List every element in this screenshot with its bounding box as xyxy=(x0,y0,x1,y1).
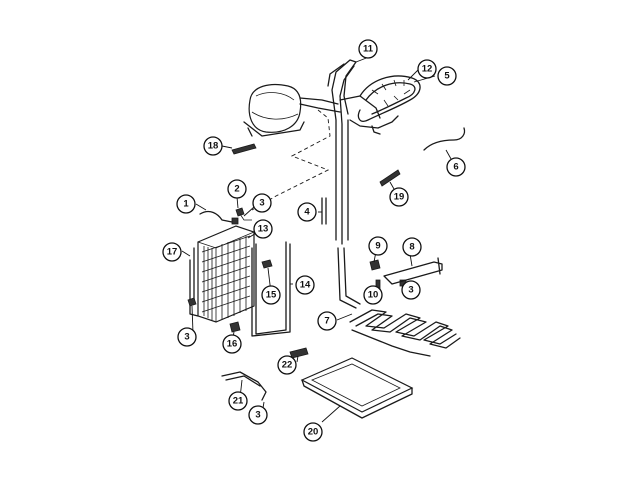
svg-text:3: 3 xyxy=(255,410,260,421)
suction-line-tubing xyxy=(327,59,381,245)
callout-7: 7 xyxy=(317,311,337,331)
compressor xyxy=(243,83,341,137)
svg-text:8: 8 xyxy=(409,242,414,253)
svg-text:13: 13 xyxy=(258,224,269,235)
drain-tube xyxy=(321,197,327,225)
callout-11: 11 xyxy=(358,39,378,59)
svg-text:18: 18 xyxy=(208,141,219,152)
wiring-harness xyxy=(251,109,331,211)
svg-text:1: 1 xyxy=(183,199,189,210)
callout-3-harness: 3 xyxy=(248,405,268,425)
callout-16: 16 xyxy=(222,334,242,354)
svg-text:3: 3 xyxy=(259,198,264,209)
defrost-heater-inner xyxy=(255,241,287,335)
callout-5: 5 xyxy=(437,66,457,86)
callout-10: 10 xyxy=(363,285,383,305)
svg-text:3: 3 xyxy=(408,285,413,296)
callout-19: 19 xyxy=(389,187,409,207)
callout-22: 22 xyxy=(277,355,297,375)
callout-15: 15 xyxy=(261,285,281,305)
drain-pan xyxy=(300,357,414,419)
svg-text:22: 22 xyxy=(282,360,293,371)
callout-21: 21 xyxy=(228,391,248,411)
svg-text:5: 5 xyxy=(444,71,450,82)
callout-8: 8 xyxy=(402,237,422,257)
callout-3-bracket: 3 xyxy=(401,280,421,300)
callout-20: 20 xyxy=(303,422,323,442)
svg-text:3: 3 xyxy=(184,332,189,343)
capillary-tube xyxy=(423,127,466,151)
callout-12: 12 xyxy=(417,59,437,79)
callout-14: 14 xyxy=(295,275,315,295)
callout-3-switch: 3 xyxy=(252,193,272,213)
callout-3-evaporator: 3 xyxy=(177,327,197,347)
small-parts xyxy=(187,143,407,359)
leader-lines xyxy=(181,56,456,423)
svg-text:16: 16 xyxy=(227,339,238,350)
callout-13: 13 xyxy=(253,219,273,239)
callout-2: 2 xyxy=(227,179,247,199)
svg-text:12: 12 xyxy=(422,64,433,75)
svg-text:10: 10 xyxy=(368,290,379,301)
callout-1: 1 xyxy=(176,194,196,214)
callout-9: 9 xyxy=(368,236,388,256)
callout-17: 17 xyxy=(162,242,182,262)
callout-4: 4 xyxy=(297,202,317,222)
svg-text:21: 21 xyxy=(233,396,244,407)
svg-text:2: 2 xyxy=(234,184,239,195)
svg-text:6: 6 xyxy=(453,162,458,173)
svg-text:20: 20 xyxy=(308,427,319,438)
defrost-heater xyxy=(251,243,291,337)
svg-text:14: 14 xyxy=(300,280,311,291)
svg-text:7: 7 xyxy=(324,316,329,327)
svg-text:9: 9 xyxy=(375,241,380,252)
svg-text:15: 15 xyxy=(266,290,277,301)
svg-text:17: 17 xyxy=(167,247,178,258)
drain-pan-heater xyxy=(337,247,461,357)
svg-text:11: 11 xyxy=(363,44,374,55)
svg-text:4: 4 xyxy=(304,207,310,218)
svg-text:19: 19 xyxy=(394,192,405,203)
heat-exchanger-loop xyxy=(349,75,421,135)
callout-18: 18 xyxy=(203,136,223,156)
drain-heater-bracket xyxy=(383,257,443,285)
thermostat-harness xyxy=(221,371,267,401)
callout-6: 6 xyxy=(446,157,466,177)
evaporator-coil xyxy=(189,225,255,323)
